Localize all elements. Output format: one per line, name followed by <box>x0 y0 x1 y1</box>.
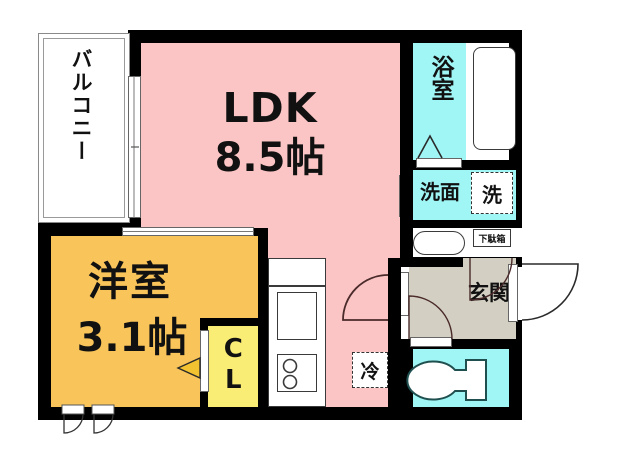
label-bathroom: 浴室 <box>427 55 453 101</box>
stove-burners <box>277 354 317 392</box>
room-toilet <box>413 349 509 407</box>
vanity-sink <box>413 231 465 255</box>
western-room-window[interactable] <box>122 227 254 236</box>
wall-left-room <box>38 230 51 420</box>
wall-top-right <box>400 30 522 43</box>
label-closet: CL <box>208 334 258 405</box>
bathroom-door[interactable] <box>416 158 462 168</box>
kitchen-sink <box>277 292 317 340</box>
wall-toilet-left <box>400 349 413 407</box>
label-ldk-size: 8.5帖 <box>214 135 326 181</box>
refrigerator-marker: 冷 <box>352 352 388 388</box>
entrance-door[interactable] <box>508 264 518 322</box>
wall-closet-right <box>258 318 268 407</box>
balcony-sliding-door[interactable] <box>128 76 141 218</box>
wall-closet-top <box>200 318 268 326</box>
closet-door-slot[interactable] <box>200 330 209 392</box>
label-balcony: バルコニー <box>69 48 93 163</box>
kitchen-counter <box>268 258 326 286</box>
label-closet-text: CL <box>218 334 249 396</box>
label-washroom: 洗面 <box>420 180 460 204</box>
bathtub <box>473 47 516 150</box>
washing-machine-marker: 洗 <box>471 172 513 214</box>
label-western-size: 3.1帖 <box>76 315 188 361</box>
wall-western-right <box>258 228 268 324</box>
label-western-name: 洋室 <box>88 259 172 305</box>
wall-washroom-bottom <box>400 220 522 228</box>
wall-balcony-ldk <box>128 30 141 78</box>
shoe-cabinet: 下駄箱 <box>473 229 511 247</box>
wall-ldk-right <box>400 43 413 258</box>
corridor <box>409 267 463 339</box>
room-closet <box>208 326 258 407</box>
wall-vanity-bottom <box>400 257 522 267</box>
wall-bottom <box>38 407 522 420</box>
toilet-door[interactable] <box>410 337 452 347</box>
wall-corridor-bottom <box>400 339 522 349</box>
shoe-cabinet-label: 下駄箱 <box>478 234 506 245</box>
label-ldk-name: LDK <box>222 84 318 132</box>
wall-ldk-right-lower <box>388 258 401 407</box>
